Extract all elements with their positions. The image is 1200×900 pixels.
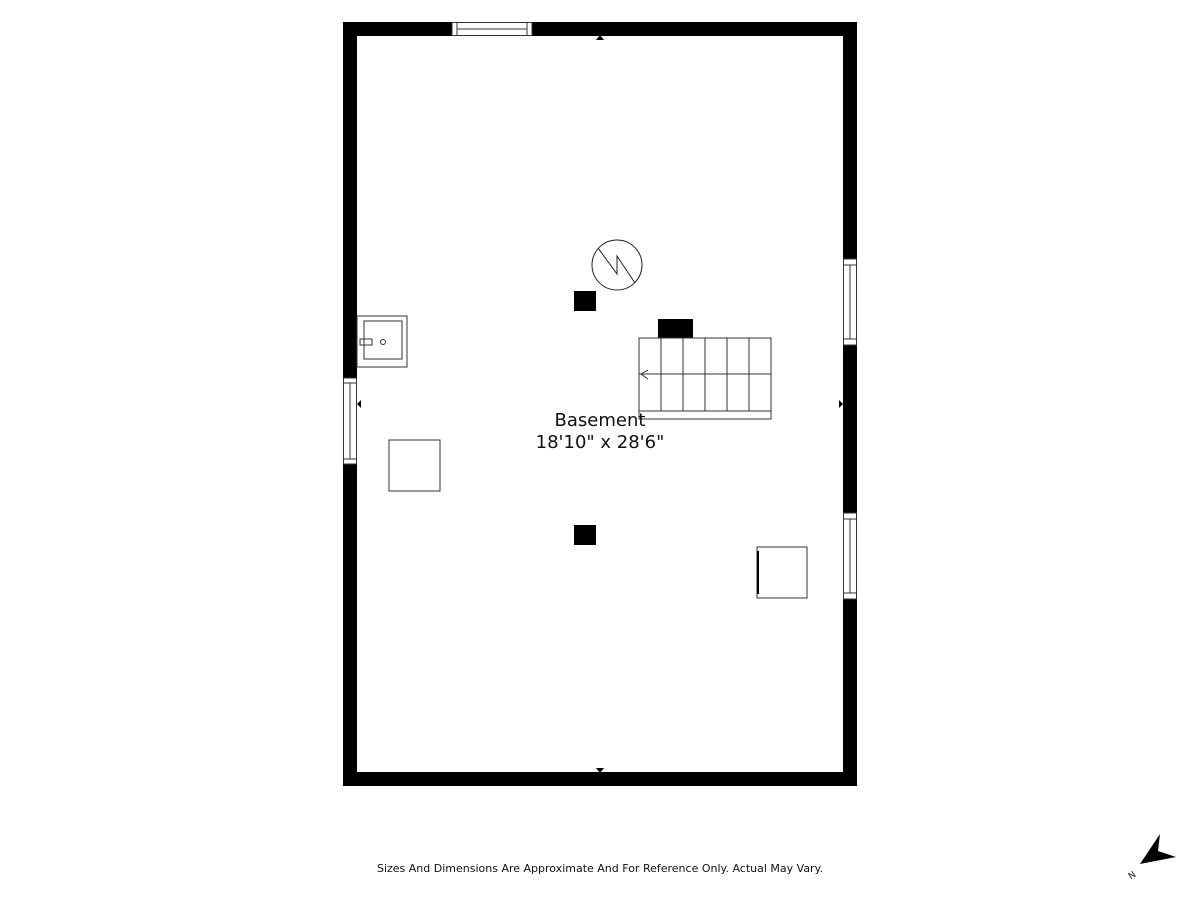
disclaimer-text: Sizes And Dimensions Are Approximate And… (376, 862, 824, 875)
stairs-icon (638, 319, 772, 420)
window-right-lower (843, 512, 857, 600)
compass-north-arrow-icon (1140, 834, 1176, 864)
sink-icon (356, 315, 408, 368)
appliance-box-icon (388, 439, 441, 492)
dimension-markers (357, 35, 843, 773)
room-name: Basement (554, 410, 646, 431)
compass-label: N (1127, 870, 1138, 882)
room-label: Basement 18'10" x 28'6" (500, 410, 700, 454)
walls (343, 22, 857, 786)
window-left (343, 377, 357, 465)
appliance-box-icon (756, 546, 808, 599)
window-right-upper (843, 258, 857, 346)
support-column-icon (574, 291, 596, 311)
water-heater-icon (591, 239, 643, 291)
room-dimensions: 18'10" x 28'6" (535, 432, 665, 453)
window-top (451, 22, 533, 36)
support-column-icon (574, 525, 596, 545)
